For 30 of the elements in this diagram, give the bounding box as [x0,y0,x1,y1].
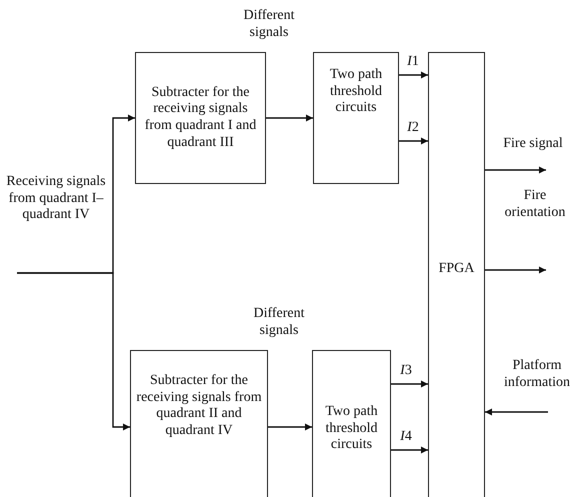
edge-label: I3 [399,363,413,380]
box-label: Two path threshold circuits [324,404,379,454]
edge-label: I1 [406,54,420,71]
process-box [428,52,485,497]
arrow [17,272,130,430]
arrow [391,446,428,454]
arrow [268,424,312,430]
arrow [391,380,428,388]
arrow [399,138,428,144]
arrow [266,114,313,122]
box-label: Two path threshold circuits [328,67,384,117]
edge-label: I2 [406,120,420,137]
process-box [130,350,268,497]
edge-label: I4 [399,429,413,446]
edge-label: Fire orientation [504,188,566,222]
signal-note: Different signals [242,8,296,42]
arrow [485,166,546,174]
process-box [135,52,266,184]
process-box [312,350,391,497]
edge-label: Fire signal [502,136,564,153]
edge-label: Receiving signals from quadrant I– quadrant IV [5,174,107,224]
arrow [399,72,428,78]
box-label: FPGA [438,261,474,278]
arrow [485,266,546,274]
box-label: Subtracter for the receiving signals from quadrant I and quadrant III [144,84,258,152]
box-label: Subtracter for the receiving signals from quadrant II and quadrant IV [135,373,263,440]
process-box [313,52,399,184]
signal-note: Different signals [252,306,306,340]
arrow [485,408,548,416]
edge-label: Platform information [502,358,572,392]
